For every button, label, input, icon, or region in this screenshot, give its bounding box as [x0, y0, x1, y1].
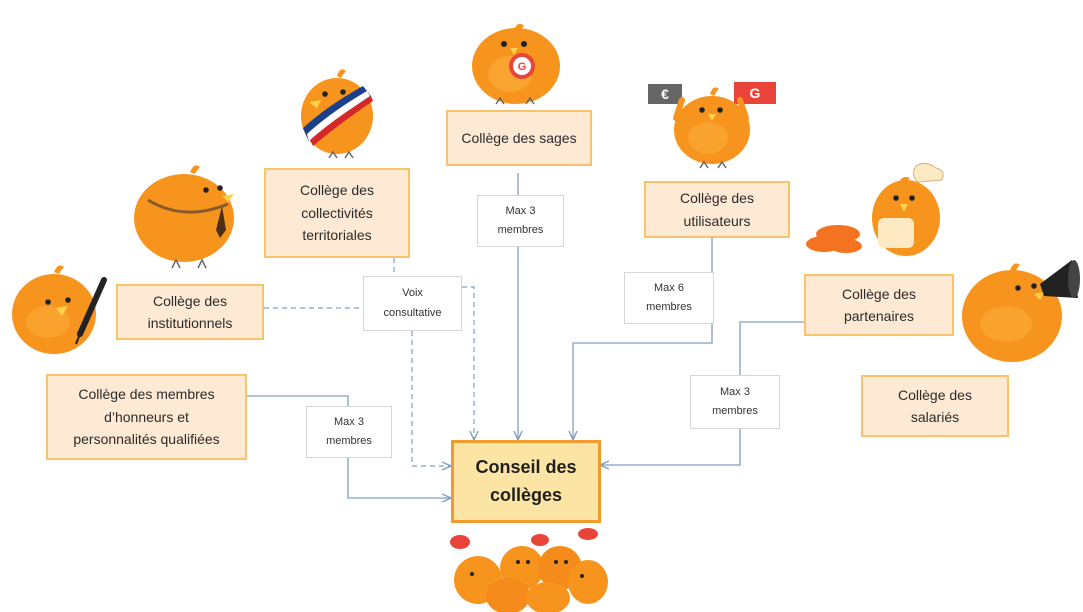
label-voix-consultative: Voix consultative	[363, 276, 462, 331]
college-sages-box: Collège des sages	[446, 110, 592, 166]
bird-currency-icon: € G	[648, 82, 776, 169]
svg-text:G: G	[518, 61, 527, 73]
bird-writer-icon	[12, 265, 107, 354]
svg-text:€: €	[661, 86, 669, 102]
college-salaries-box: Collège des salariés	[861, 375, 1009, 437]
label-sages-max: Max 3 membres	[477, 195, 564, 247]
link-voix-center-dashed	[411, 331, 451, 466]
label-membres-honneurs-max: Max 3 membres	[306, 406, 392, 458]
college-utilisateurs-box: Collège des utilisateurs	[644, 181, 790, 238]
bird-holding-coin-icon: G	[472, 23, 560, 105]
bird-scarf-icon	[134, 165, 234, 269]
svg-text:G: G	[750, 85, 761, 101]
college-membres-honneurs-box: Collège des membres d’honneurs et person…	[46, 374, 247, 460]
bird-sash-icon	[301, 69, 373, 159]
college-partenaires-box: Collège des partenaires	[804, 274, 954, 336]
link-voix-center-dashed-2	[462, 286, 474, 440]
bird-chef-icon	[806, 162, 944, 256]
college-institutionnels-box: Collège des institutionnels	[116, 284, 264, 340]
label-partenaires-max: Max 3 membres	[690, 375, 780, 429]
bird-megaphone-icon	[962, 260, 1080, 362]
label-utilisateurs-max: Max 6 membres	[624, 272, 714, 324]
bird-group-icon	[450, 528, 608, 612]
college-collectivites-box: Collège des collectivités territoriales	[264, 168, 410, 258]
conseil-des-colleges-box: Conseil des collèges	[451, 440, 601, 523]
